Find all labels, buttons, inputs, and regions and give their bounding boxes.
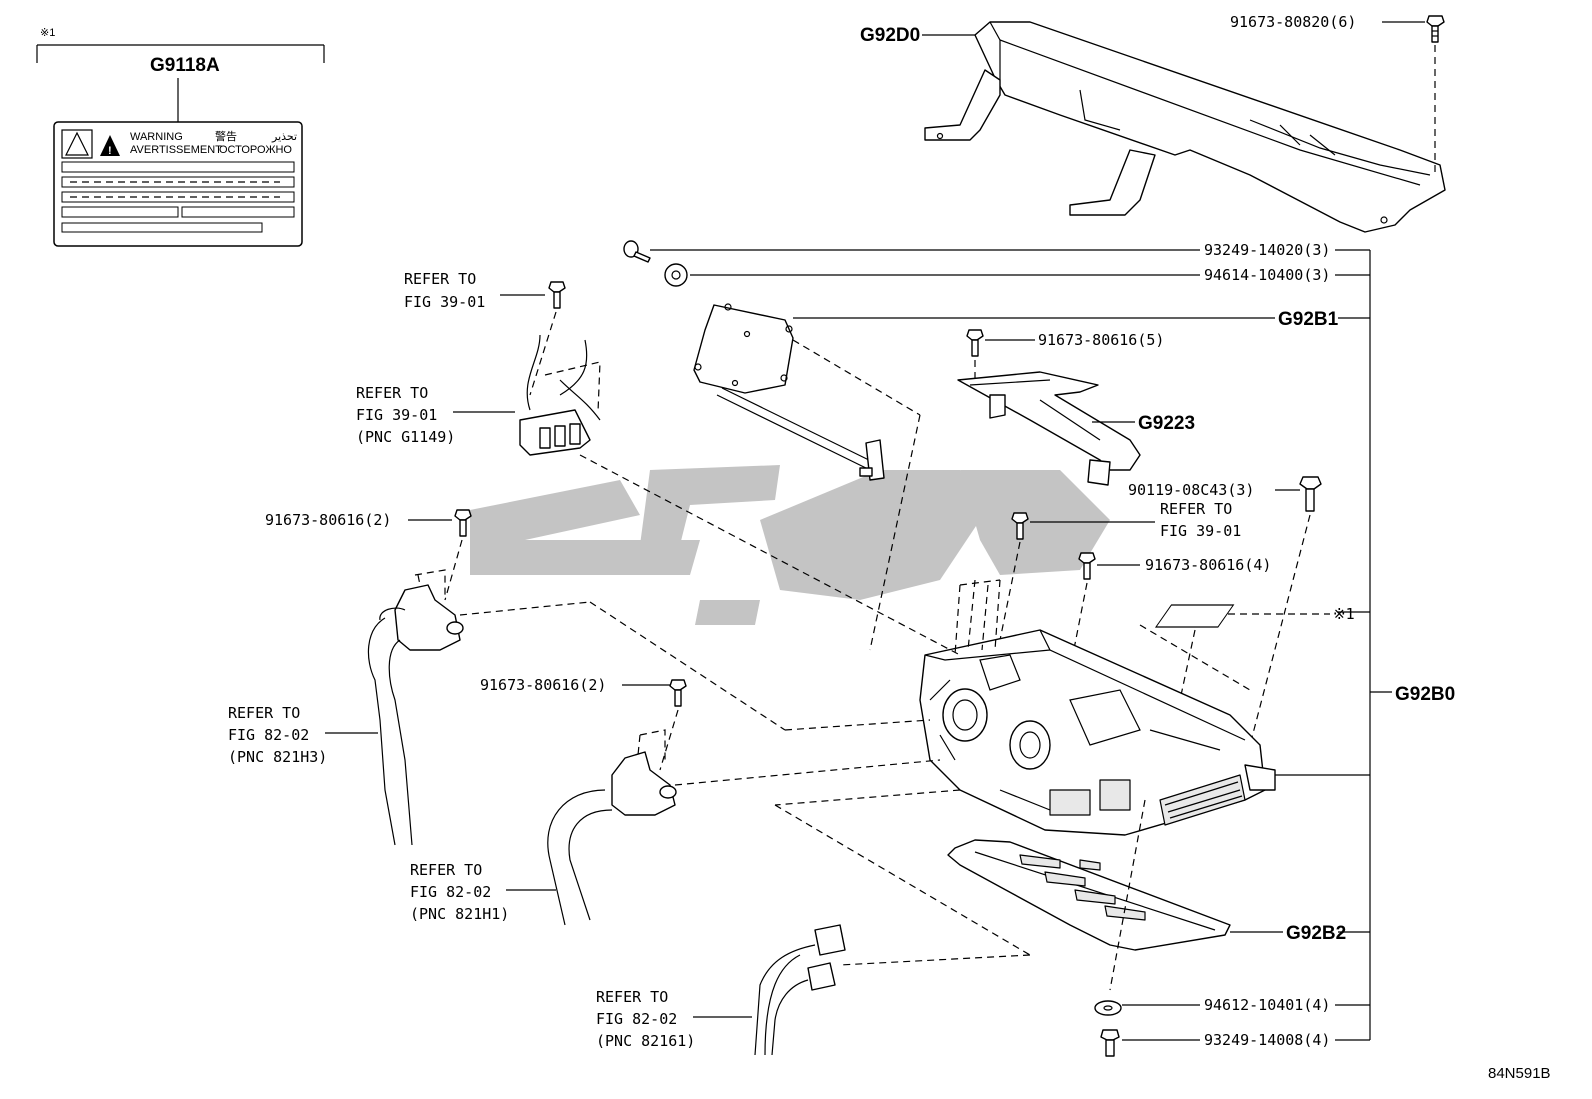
part-number-91673-80616-2b: 91673-80616(2) — [480, 676, 606, 694]
part-number-91673-80616-5: 91673-80616(5) — [1038, 331, 1164, 349]
high-voltage-warning-icon — [65, 131, 89, 156]
warning-text-jp: 警告 — [215, 129, 237, 143]
refer-6-line-2: FIG 82-02 — [596, 1010, 677, 1028]
bolt-refer-39-01-left — [548, 281, 566, 309]
inverter-assembly-g92b0 — [919, 629, 1276, 836]
bolt-91673-80616-4 — [1078, 552, 1096, 580]
part-number-91673-80616-2a: 91673-80616(2) — [265, 511, 391, 529]
caution-triangle-icon — [100, 135, 120, 156]
warning-text-ru: ОСТОРОЖНО — [219, 144, 292, 156]
part-number-94612-10401: 94612-10401(4) — [1204, 996, 1330, 1014]
warning-text-ar: تحذير — [271, 131, 297, 143]
washer-94612-10401 — [1094, 1000, 1122, 1016]
warning-text-fr: AVERTISSEMENT — [130, 144, 222, 156]
part-code-g92b0: G92B0 — [1395, 684, 1455, 705]
refer-2-line-3: (PNC G1149) — [356, 428, 455, 446]
note-mark-right: ※1 — [1333, 605, 1355, 623]
refer-1-line-1: REFER TO — [404, 270, 476, 288]
part-code-g9223: G9223 — [1138, 413, 1195, 434]
part-code-g92b1: G92B1 — [1278, 309, 1339, 330]
plate-g92b1 — [693, 303, 885, 481]
bolt-91673-80616-2b — [669, 679, 687, 707]
bolt-91673-80616-5 — [966, 329, 984, 357]
note-mark-top: ※1 — [40, 27, 55, 39]
refer-4-line-2: FIG 82-02 — [228, 726, 309, 744]
hose-connector-821h3 — [367, 584, 464, 846]
refer-4-line-1: REFER TO — [228, 704, 300, 722]
figure-code: 84N591B — [1488, 1065, 1551, 1082]
top-cover-g92d0 — [924, 21, 1446, 233]
refer-5-line-1: REFER TO — [410, 861, 482, 879]
bolt-refer-39-01-right — [1011, 512, 1029, 540]
refer-2-line-2: FIG 39-01 — [356, 406, 437, 424]
part-code-g9118a: G9118A — [150, 55, 220, 76]
harness-connector-82161 — [754, 924, 846, 1056]
refer-4-line-3: (PNC 821H3) — [228, 748, 327, 766]
refer-3-line-1: REFER TO — [1160, 500, 1232, 518]
bolt-91673-80820 — [1426, 15, 1445, 43]
hose-connector-821h1 — [547, 751, 677, 926]
part-number-91673-80616-4: 91673-80616(4) — [1145, 556, 1271, 574]
watermark-logo — [470, 465, 1110, 625]
bolt-91673-80616-2a — [454, 509, 472, 537]
refer-3-line-2: FIG 39-01 — [1160, 522, 1241, 540]
wire-connector-g1149 — [519, 334, 601, 456]
g92b0-bracket — [1265, 249, 1392, 1041]
refer-5-line-2: FIG 82-02 — [410, 883, 491, 901]
warning-text-en: WARNING — [130, 131, 183, 143]
part-number-91673-80820: 91673-80820(6) — [1230, 13, 1356, 31]
part-code-g92d0: G92D0 — [860, 25, 920, 46]
refer-5-line-3: (PNC 821H1) — [410, 905, 509, 923]
refer-2-line-1: REFER TO — [356, 384, 428, 402]
part-number-94614-10400: 94614-10400(3) — [1204, 266, 1330, 284]
refer-1-line-2: FIG 39-01 — [404, 293, 485, 311]
bolt-90119-08c43 — [1299, 476, 1322, 512]
part-number-93249-14008: 93249-14008(4) — [1204, 1031, 1330, 1049]
svg-text:!: ! — [108, 145, 112, 157]
bolt-93249-14008 — [1100, 1029, 1120, 1057]
part-number-93249-14020: 93249-14020(3) — [1204, 241, 1330, 259]
part-number-90119-08c43: 90119-08C43(3) — [1128, 481, 1254, 499]
under-plate-g92b2 — [947, 839, 1231, 951]
part-code-g92b2: G92B2 — [1286, 923, 1346, 944]
refer-6-line-1: REFER TO — [596, 988, 668, 1006]
washer-94614-10400 — [664, 263, 688, 287]
refer-6-line-3: (PNC 82161) — [596, 1032, 695, 1050]
label-g9118a-group: ※1 G9118A ! WARNING AVERTISSEMENT 警告 تحذ… — [36, 27, 325, 247]
bracket-g9223 — [957, 371, 1141, 486]
bolt-93249-14020 — [623, 240, 651, 263]
